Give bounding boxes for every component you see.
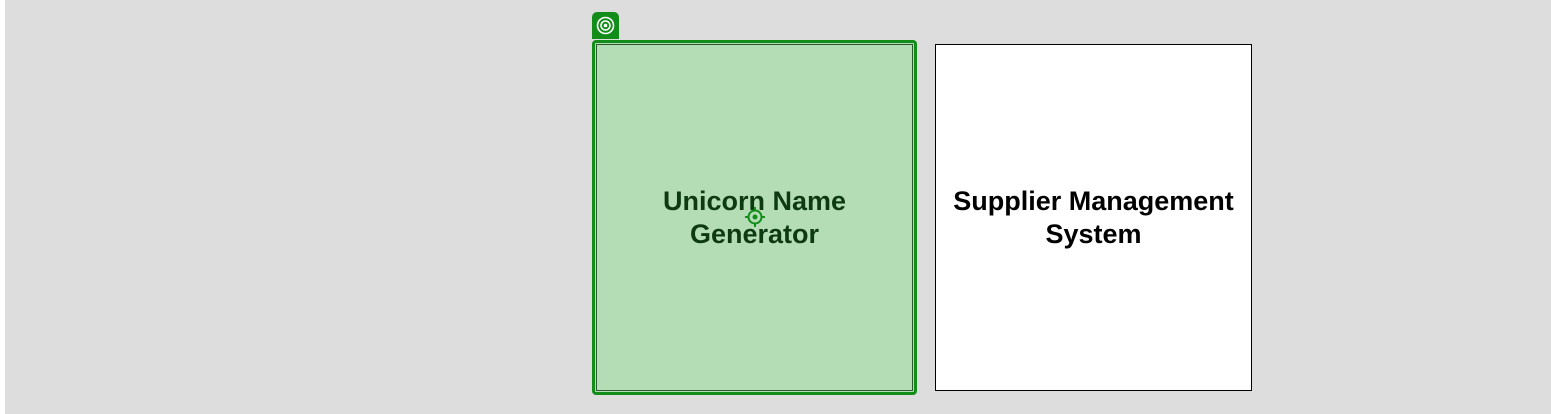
node-label: Supplier Management System <box>953 185 1234 249</box>
crosshair-icon[interactable] <box>744 206 766 228</box>
selection-handle-tab[interactable] <box>592 12 619 39</box>
target-icon <box>596 16 615 35</box>
node-supplier-management-system[interactable]: Supplier Management System <box>935 44 1252 391</box>
diagram-canvas[interactable]: Unicorn Name Generator Supplier Manageme… <box>5 0 1551 414</box>
